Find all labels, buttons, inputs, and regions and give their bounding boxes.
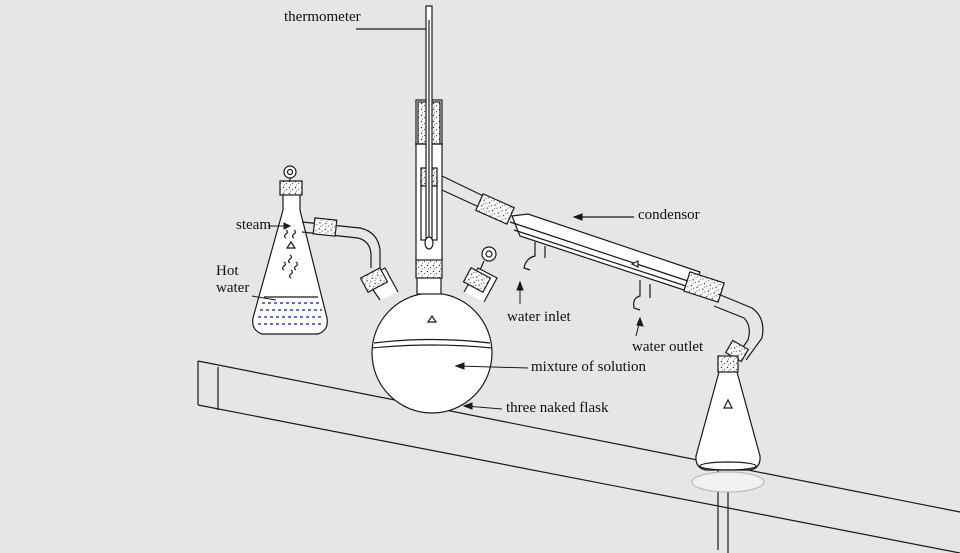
steam-generator-flask xyxy=(252,165,328,335)
bench xyxy=(197,360,960,553)
mixture-label: mixture of solution xyxy=(531,359,646,375)
hot-water-label-line1: Hot xyxy=(216,263,239,279)
condenser xyxy=(509,213,725,311)
three-neck-flask xyxy=(359,246,498,414)
label-pointers xyxy=(251,213,644,410)
water-inlet-label: water inlet xyxy=(507,309,571,325)
side-arm xyxy=(441,175,515,225)
steam-tube xyxy=(301,217,381,268)
delivery-tube xyxy=(713,293,764,363)
flask-label: three naked flask xyxy=(506,400,609,416)
condensor-label: condensor xyxy=(638,207,700,223)
thermometer xyxy=(356,5,434,250)
thermometer-label: thermometer xyxy=(284,9,361,25)
steam-label: steam xyxy=(236,217,271,233)
hot-water-label-line2: water xyxy=(216,280,250,296)
water-outlet-label: water outlet xyxy=(632,339,704,355)
hot-water-label: Hot water xyxy=(216,263,249,297)
receiver-flask xyxy=(691,355,765,493)
